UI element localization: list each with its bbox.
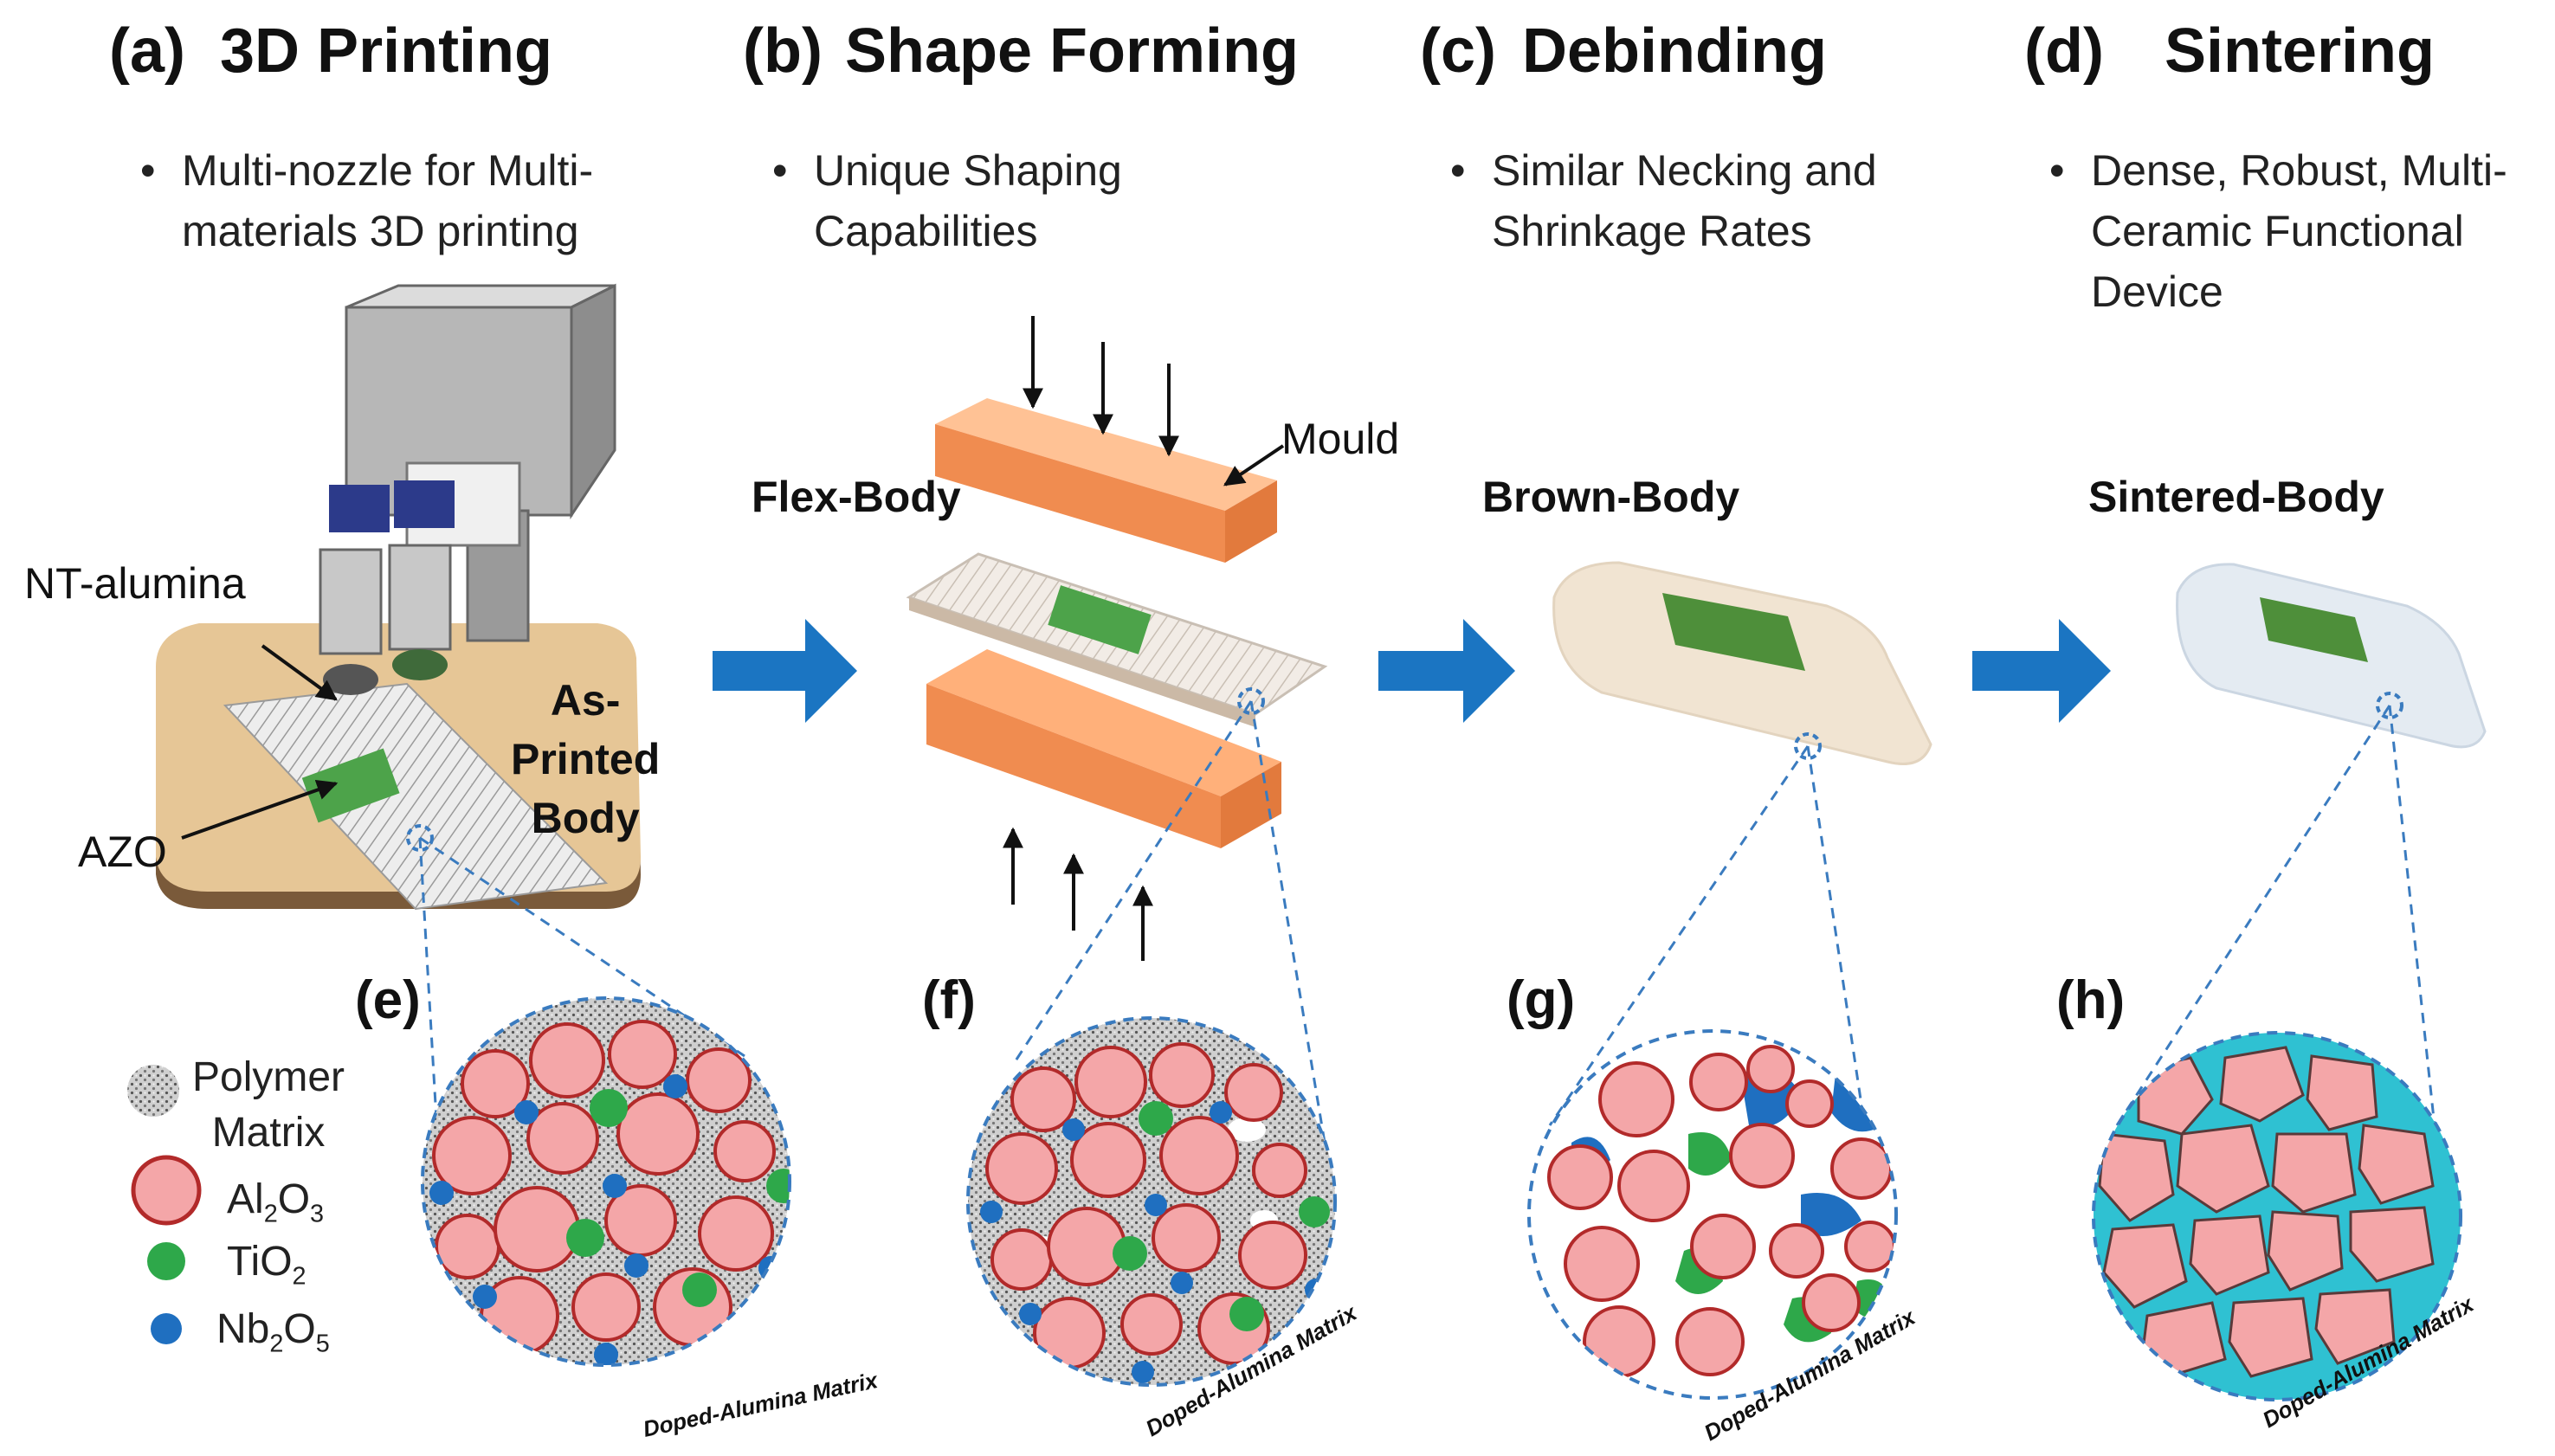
panel-label-c: (c) — [1420, 16, 1496, 86]
bullet-d-line-2: Ceramic Functional — [2091, 207, 2464, 255]
panel-label-f: (f) — [922, 970, 976, 1030]
microstructure-e — [421, 996, 791, 1367]
as-printed-body-label: As- Printed Body — [511, 671, 660, 847]
legend-tio2-label: TiO2 — [227, 1239, 306, 1291]
step-title-a: (a) 3D Printing — [109, 16, 552, 87]
panel-label-g: (g) — [1507, 970, 1576, 1030]
legend-tio2-swatch — [147, 1242, 185, 1280]
mould-label: Mould — [1281, 415, 1400, 463]
process-arrows — [713, 619, 2111, 723]
azo-pointer — [181, 779, 339, 840]
azo-label: AZO — [78, 828, 167, 876]
bullet-b-line-1: Unique Shaping — [814, 146, 1122, 195]
step-b-title: Shape Forming — [844, 16, 1299, 86]
panel-label-d: (d) — [2024, 16, 2104, 86]
bullet-c-line-1: Similar Necking and — [1492, 146, 1877, 195]
panel-label-a: (a) — [109, 16, 185, 86]
legend-symbols — [127, 1065, 202, 1344]
sintered-body-illustration — [2176, 563, 2487, 749]
legend-polymer-line-1: Polymer — [192, 1054, 345, 1100]
bullet-a-line-2: materials 3D printing — [182, 207, 579, 255]
panel-label-e: (e) — [355, 970, 421, 1030]
zoom-lines — [418, 700, 2439, 1152]
nt-alumina-pointer — [261, 644, 338, 701]
legend-polymer-label: Polymer Matrix — [192, 1050, 345, 1161]
microstructure-g — [1527, 1029, 1898, 1400]
step-title-c: (c) Debinding — [1420, 16, 1827, 87]
bullet-c: • Similar Necking and Shrinkage Rates — [1450, 140, 1877, 261]
bullet-b: • Unique Shaping Capabilities — [772, 140, 1122, 261]
bullet-a: • Multi-nozzle for Multi- materials 3D p… — [140, 140, 594, 261]
printer-illustration — [156, 283, 641, 911]
flex-body-label: Flex-Body — [752, 473, 961, 521]
bullet-d: • Dense, Robust, Multi- Ceramic Function… — [2049, 140, 2507, 322]
sintered-body-label: Sintered-Body — [2088, 473, 2384, 521]
mould-illustration — [906, 398, 1328, 848]
microstructure-f — [966, 1016, 1337, 1387]
bullet-c-line-2: Shrinkage Rates — [1492, 207, 1812, 255]
as-printed-line-1: As- — [550, 676, 621, 725]
legend-polymer-line-2: Matrix — [211, 1110, 326, 1156]
step-d-title: Sintering — [2164, 16, 2435, 86]
microstructure-h — [2092, 1031, 2462, 1401]
step-a-title: 3D Printing — [220, 16, 553, 86]
bullet-d-line-1: Dense, Robust, Multi- — [2091, 146, 2507, 195]
step-c-title: Debinding — [1522, 16, 1827, 86]
mould-pointer — [1223, 444, 1285, 486]
as-printed-line-3: Body — [531, 794, 640, 842]
legend-nb2o5-swatch — [151, 1313, 182, 1344]
brown-body-label: Brown-Body — [1482, 473, 1740, 521]
step-title-d: (d) Sintering — [2024, 16, 2435, 87]
legend-polymer-swatch — [127, 1065, 179, 1117]
bullet-b-line-2: Capabilities — [814, 207, 1038, 255]
nt-alumina-label: NT-alumina — [24, 559, 246, 608]
legend-nb2o5-label: Nb2O5 — [216, 1306, 330, 1358]
legend-al2o3-label: Al2O3 — [227, 1176, 325, 1228]
step-title-b: (b) Shape Forming — [743, 16, 1299, 87]
as-printed-line-2: Printed — [511, 735, 661, 783]
bullet-d-line-3: Device — [2091, 267, 2223, 316]
legend-al2o3-swatch — [131, 1155, 202, 1226]
pressure-arrows — [1003, 316, 1179, 961]
matrix-label-e: Doped-Alumina Matrix — [641, 1367, 881, 1442]
panel-label-b: (b) — [743, 16, 823, 86]
brown-body-illustration — [1552, 561, 1932, 765]
bullet-a-line-1: Multi-nozzle for Multi- — [182, 146, 594, 195]
panel-label-h: (h) — [2056, 970, 2126, 1030]
